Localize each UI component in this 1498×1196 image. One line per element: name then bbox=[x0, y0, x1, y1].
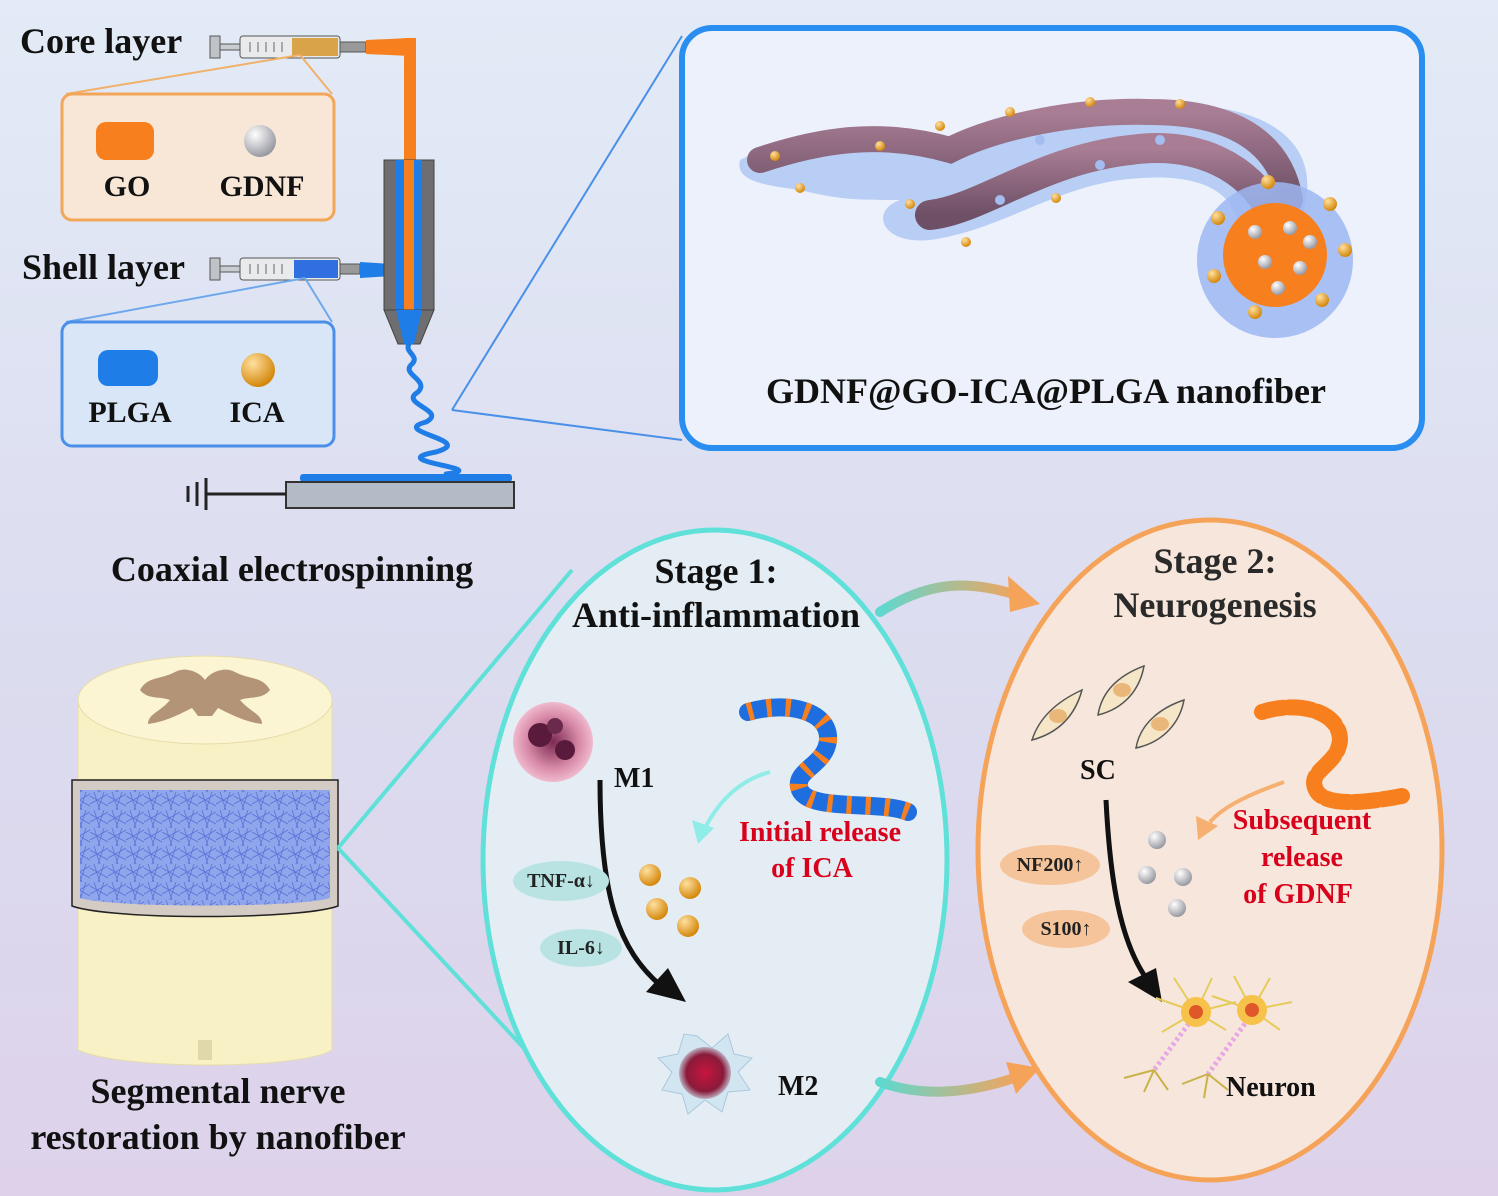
sc-label: SC bbox=[1080, 755, 1116, 786]
m2-macrophage bbox=[656, 1033, 753, 1115]
coaxial-spinneret bbox=[383, 159, 435, 345]
s100-badge: S100↑ bbox=[1022, 910, 1110, 948]
m1-to-m2-arrow bbox=[597, 779, 662, 987]
go-label: GO bbox=[103, 170, 151, 203]
stage2-subtitle: Neurogenesis bbox=[1113, 585, 1317, 625]
segmental-restoration-line2: restoration by nanofiber bbox=[30, 1117, 406, 1157]
gdnf-label: GDNF bbox=[219, 170, 305, 203]
stage-transition-arrow-top bbox=[875, 580, 1025, 617]
plga-swatch bbox=[98, 350, 158, 386]
ica-sphere-icon bbox=[241, 353, 275, 387]
neuron-label: Neuron bbox=[1226, 1072, 1316, 1103]
m1-label: M1 bbox=[614, 763, 655, 794]
ica-label: ICA bbox=[229, 396, 285, 429]
subsequent-release-line2: release bbox=[1261, 842, 1343, 873]
gdnf-release-arrow bbox=[1208, 780, 1285, 824]
shell-syringe bbox=[209, 257, 392, 281]
coaxial-electrospinning-label: Coaxial electrospinning bbox=[110, 549, 474, 589]
subsequent-release-line1: Subsequent bbox=[1232, 805, 1372, 836]
collector-plate bbox=[285, 481, 515, 509]
schwann-cells bbox=[1030, 664, 1185, 749]
stage1-ellipse bbox=[480, 527, 950, 1193]
stage-transition-arrow-bottom bbox=[875, 1071, 1025, 1097]
tnf-alpha-badge: TNF-α↓ bbox=[513, 861, 609, 901]
stage1-title: Stage 1: bbox=[654, 551, 778, 591]
released-ica-particles bbox=[639, 864, 701, 937]
released-gdnf-particles bbox=[1138, 831, 1192, 917]
ground-symbol-icon bbox=[186, 478, 208, 510]
nf200-badge: NF200↑ bbox=[1000, 845, 1100, 885]
core-layer-label: Core layer bbox=[20, 21, 183, 61]
shell-layer-label: Shell layer bbox=[22, 247, 185, 287]
nanofiber-title: GDNF@GO-ICA@PLGA nanofiber bbox=[766, 371, 1326, 411]
initial-release-line1: Initial release bbox=[738, 817, 902, 848]
il6-badge: IL-6↓ bbox=[540, 929, 622, 967]
plga-label: PLGA bbox=[88, 396, 172, 429]
subsequent-release-line3: of GDNF bbox=[1243, 879, 1353, 910]
ica-nanofiber-fragment bbox=[739, 698, 917, 821]
stage2-title: Stage 2: bbox=[1153, 541, 1277, 581]
go-swatch bbox=[96, 122, 154, 160]
segmental-restoration-line1: Segmental nerve bbox=[90, 1071, 346, 1111]
deposited-fiber-mat bbox=[300, 474, 512, 482]
core-feed-line bbox=[404, 38, 416, 188]
stage2-ellipse bbox=[975, 517, 1445, 1183]
spinal-cord-segment bbox=[71, 655, 339, 1066]
core-syringe bbox=[209, 35, 416, 188]
sc-to-neuron-arrow bbox=[1103, 799, 1149, 980]
nanofiber-illustration bbox=[739, 97, 1353, 338]
m1-macrophage bbox=[513, 702, 593, 782]
gdnf-nanofiber-fragment bbox=[1254, 699, 1410, 810]
gdnf-sphere-icon bbox=[244, 125, 276, 157]
initial-release-line2: of ICA bbox=[771, 853, 853, 884]
m2-label: M2 bbox=[778, 1071, 819, 1102]
electrospinning-jet bbox=[405, 341, 462, 477]
neurons bbox=[1123, 975, 1293, 1099]
stage1-subtitle: Anti-inflammation bbox=[572, 595, 860, 635]
ica-release-arrow bbox=[704, 770, 771, 827]
